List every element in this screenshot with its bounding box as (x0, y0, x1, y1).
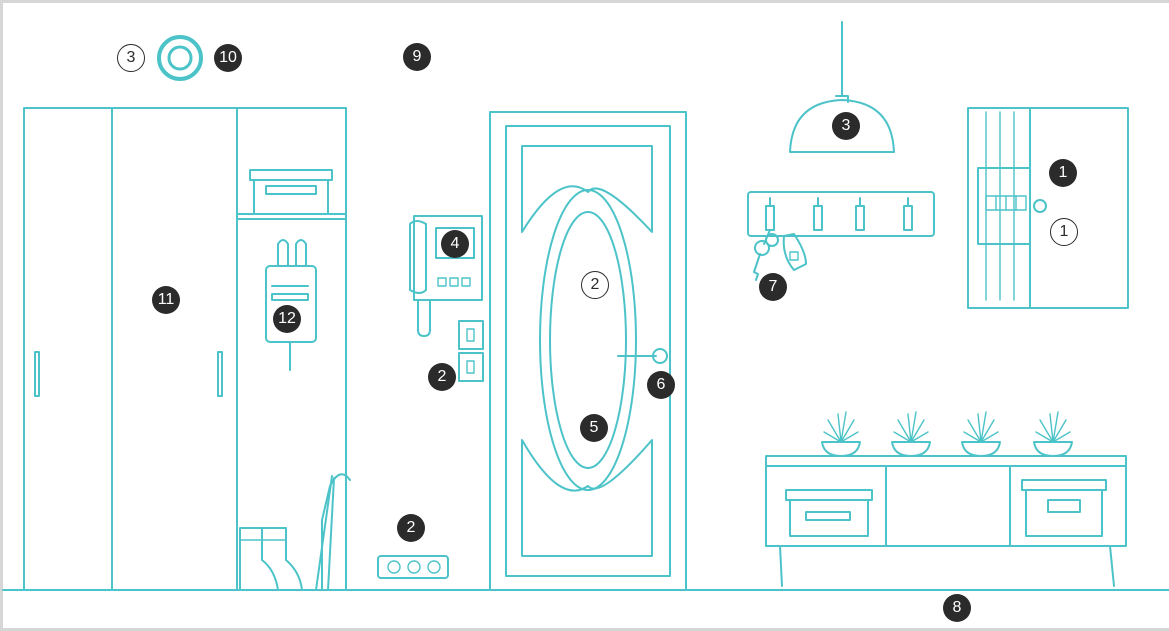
marker-door: 5 (580, 414, 608, 442)
marker-hallway-hub: 9 (403, 43, 431, 71)
light-switches-drawing (459, 321, 483, 381)
marker-wardrobe: 11 (152, 286, 180, 314)
marker-key-rack: 7 (759, 273, 787, 301)
marker-power-socket: 2 (397, 514, 425, 542)
marker-panel-sensor: 1 (1050, 218, 1078, 246)
electric-panel-drawing (968, 108, 1128, 308)
marker-door-mirror: 2 (581, 271, 609, 299)
marker-smart-button: 3 (117, 44, 145, 72)
marker-light-switch: 2 (428, 363, 456, 391)
key-rack-drawing (748, 192, 934, 280)
marker-smart-speaker: 10 (214, 44, 242, 72)
smart-speaker-drawing (159, 37, 201, 79)
socket-drawing (378, 556, 448, 578)
marker-intercom: 4 (441, 230, 469, 258)
marker-door-lock: 6 (647, 371, 675, 399)
marker-wall-device: 12 (273, 305, 301, 333)
console-table-drawing (766, 412, 1126, 586)
marker-electric-panel: 1 (1049, 159, 1077, 187)
marker-floor: 8 (943, 594, 971, 622)
marker-ceiling-lamp: 3 (832, 112, 860, 140)
wardrobe-drawing (24, 108, 350, 590)
door-drawing (490, 112, 686, 590)
